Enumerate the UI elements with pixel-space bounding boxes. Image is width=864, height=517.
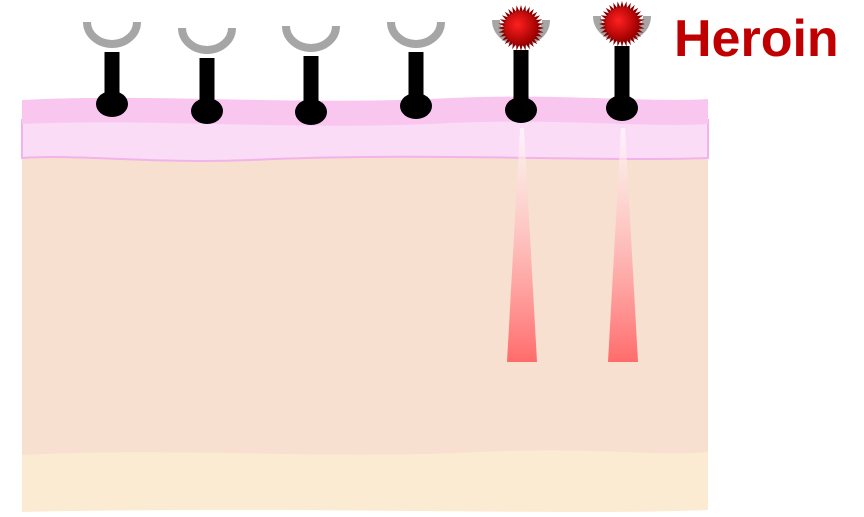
receptor-binding-site (286, 26, 336, 48)
receptor-anchor (295, 99, 327, 125)
receptor-binding-site (87, 22, 137, 44)
receptor-anchor (96, 91, 128, 117)
cell-body (22, 150, 708, 455)
heroin-label: Heroin (674, 10, 839, 68)
cell-base-layer (22, 449, 708, 512)
receptor-binding-site (182, 28, 232, 50)
receptor-anchor (606, 95, 638, 121)
receptor-binding-site (391, 22, 441, 44)
receptor-anchor (505, 97, 537, 123)
receptor-anchor (400, 93, 432, 119)
heroin-molecule-core (504, 11, 538, 45)
heroin-molecule-core (605, 7, 639, 41)
receptor-anchor (191, 98, 223, 124)
